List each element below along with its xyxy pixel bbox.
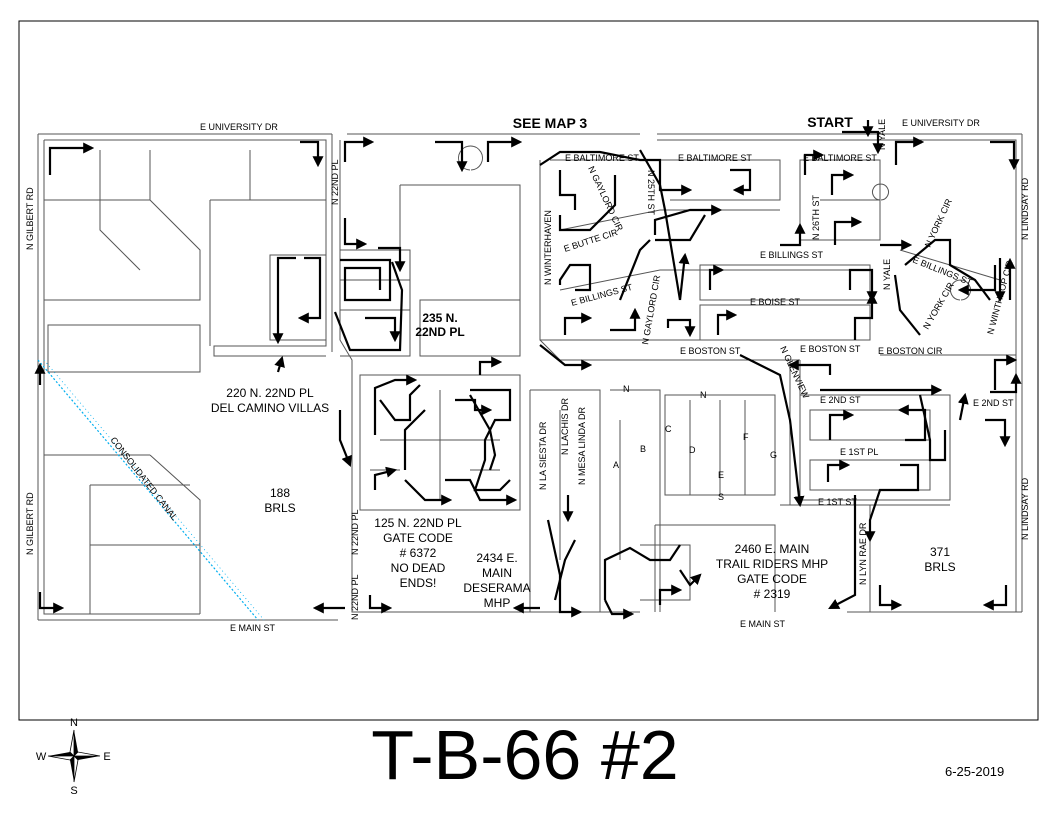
street-label: E MAIN ST [740,619,786,629]
map-date: 6-25-2019 [945,764,1004,779]
map-title: T-B-66 #2 [371,716,678,794]
place-label: GATE CODE [737,572,807,586]
place-label: ENDS! [400,576,437,590]
street-label: E BOSTON CIR [878,346,943,356]
street-label: E 2ND ST [820,395,861,405]
street-label: E BALTIMORE ST [565,153,639,163]
street-label: E MAIN ST [230,623,276,633]
alley-letter: S [718,492,724,502]
street-label: N 26TH ST [811,194,821,240]
compass-rose-icon: N S E W [36,717,111,797]
street-label: N 22ND PL [330,159,340,205]
street-label: N MESA LINDA DR [577,406,587,485]
alley-letter: G [770,450,777,460]
place-label: BRLS [924,560,955,574]
route-path [34,120,1022,620]
street-label: N 22ND PL [350,574,360,620]
alley-letter: D [689,445,696,455]
compass-e: E [103,751,110,763]
street-label: E 2ND ST [973,398,1014,408]
street-label: N LA SIESTA DR [538,421,548,490]
compass-w: W [36,751,47,763]
street-label: N LINDSAY RD [1020,477,1030,540]
place-label: TRAIL RIDERS MHP [716,557,828,571]
alley-letter: B [640,444,646,454]
alley-letter: F [743,432,749,442]
street-label: E BOSTON ST [680,346,741,356]
street-label: E BALTIMORE ST [803,153,877,163]
place-label: 220 N. 22ND PL [226,386,314,400]
street-label: E UNIVERSITY DR [200,122,278,132]
street-label: E BILLINGS ST [760,250,824,260]
map-frame [18,20,1039,721]
street-label: N LACHIS DR [560,397,570,455]
place-label: BRLS [264,501,295,515]
place-label: 188 [270,486,290,500]
street-label: E BOSTON ST [800,344,861,354]
place-label: MAIN [482,566,512,580]
place-label: 2460 E. MAIN [735,542,810,556]
place-label: 125 N. 22ND PL [374,516,462,530]
place-label: GATE CODE [383,531,453,545]
place-label: 2434 E. [476,551,517,565]
place-label: NO DEAD [391,561,446,575]
place-label: 22ND PL [415,325,464,339]
start-label: START [807,114,853,130]
alley-letter: N [623,384,630,394]
consolidated-canal [37,359,259,621]
alley-letter: A [613,460,619,470]
street-label: E 1ST ST [818,497,857,507]
street-label: N 25TH ST [646,170,656,216]
place-label: DEL CAMINO VILLAS [211,401,329,415]
street-label: N GILBERT RD [25,492,35,555]
place-label: DESERAMA [463,581,530,595]
street-label: E 1ST PL [840,447,878,457]
street-label: E BALTIMORE ST [678,153,752,163]
street-label: N 22ND PL [350,509,360,555]
compass-n: N [70,717,78,729]
street-label: E UNIVERSITY DR [902,118,980,128]
place-label: # 2319 [754,587,791,601]
street-label: N YALE [882,259,892,290]
street-label: E BOISE ST [750,297,801,307]
street-label: N LYN RAE DR [858,522,868,585]
place-label: # 6372 [400,546,437,560]
street-label: N GILBERT RD [25,187,35,250]
alley-letter: E [718,470,724,480]
alley-labels: A B C D E F G N N S [613,384,777,502]
place-label: 235 N. [422,311,457,325]
place-label: 371 [930,545,950,559]
alley-letter: N [700,390,707,400]
street-label: N WINTERHAVEN [543,210,553,285]
place-label: MHP [484,596,511,610]
see-map-label: SEE MAP 3 [513,115,588,131]
compass-s: S [70,785,77,797]
street-label: N YALE [877,119,887,150]
street-label: N LINDSAY RD [1020,177,1030,240]
place-labels: 235 N. 22ND PL 220 N. 22ND PL DEL CAMINO… [211,311,956,610]
alley-letter: C [665,424,672,434]
